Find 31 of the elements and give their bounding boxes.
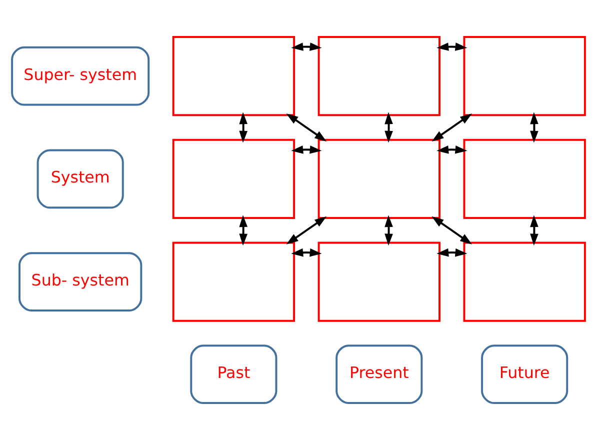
node-box [463,242,586,322]
node-box [172,36,296,116]
arrow [432,216,472,244]
node-box: Super- system [11,46,150,106]
arrow [239,215,248,246]
node-box [318,242,440,322]
arrow [286,113,327,142]
node-box: Sub- system [18,252,142,312]
arrow [436,146,468,154]
arrow [291,248,322,257]
node-box [172,138,296,220]
node-box: Future [481,344,568,404]
node-box [318,36,440,116]
node-box: Present [336,344,423,404]
node-box: System [36,149,124,209]
node-box: Past [190,344,278,404]
node-box [318,138,440,220]
node-box [463,36,586,116]
arrow [291,42,322,51]
arrow [530,215,538,246]
arrow [384,215,393,246]
arrow [291,146,322,154]
node-box [463,138,586,220]
node-box [172,242,296,322]
arrow [530,112,538,143]
arrow [384,112,393,143]
arrow [436,42,468,51]
arrow [286,216,327,244]
arrow [432,113,472,142]
arrow [436,248,468,257]
arrow [239,112,248,143]
